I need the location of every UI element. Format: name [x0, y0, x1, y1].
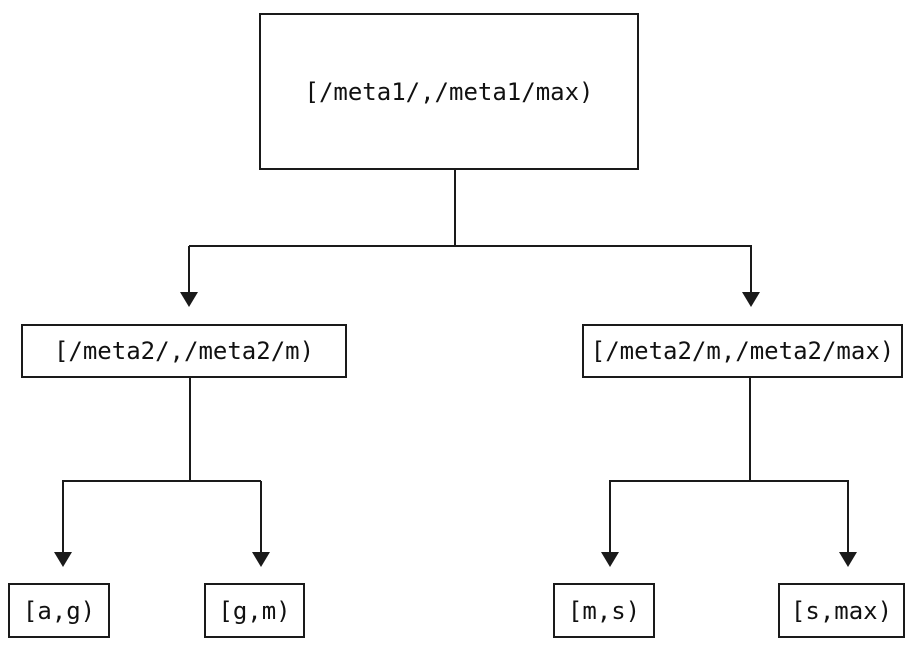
arrowhead-down-icon: [839, 552, 857, 567]
node-leaf-ms-label: [m,s): [567, 596, 641, 625]
edge-left-stem-line: [189, 377, 191, 481]
edge-right-branch-line: [609, 480, 849, 482]
edge-left-to-ag-line: [62, 481, 64, 553]
node-left-child-label: [/meta2/,/meta2/m): [53, 337, 315, 365]
arrowhead-down-icon: [252, 552, 270, 567]
node-leaf-smax-label: [s,max): [790, 596, 893, 625]
edge-right-stem-line: [749, 377, 751, 481]
edge-right-to-ms-line: [609, 481, 611, 553]
node-leaf-ag: [a,g): [8, 583, 110, 638]
arrowhead-down-icon: [54, 552, 72, 567]
edge-right-to-smax-line: [847, 481, 849, 553]
edge-left-branch-line: [62, 480, 261, 482]
node-root-label: [/meta1/,/meta1/max): [304, 77, 594, 106]
edge-root-to-left-line: [188, 246, 190, 293]
node-leaf-gm-label: [g,m): [218, 596, 291, 625]
edge-root-branch-line: [189, 245, 752, 247]
node-leaf-ms: [m,s): [553, 583, 655, 638]
node-leaf-ag-label: [a,g): [22, 596, 96, 625]
node-right-child: [/meta2/m,/meta2/max): [582, 324, 903, 378]
arrowhead-down-icon: [742, 292, 760, 307]
edge-left-to-gm-line: [260, 481, 262, 553]
edge-root-to-right-line: [750, 246, 752, 293]
node-left-child: [/meta2/,/meta2/m): [21, 324, 347, 378]
node-leaf-smax: [s,max): [778, 583, 905, 638]
edge-root-stem-line: [454, 170, 456, 246]
node-root: [/meta1/,/meta1/max): [259, 13, 639, 170]
node-leaf-gm: [g,m): [204, 583, 305, 638]
arrowhead-down-icon: [180, 292, 198, 307]
node-right-child-label: [/meta2/m,/meta2/max): [590, 337, 895, 365]
arrowhead-down-icon: [601, 552, 619, 567]
